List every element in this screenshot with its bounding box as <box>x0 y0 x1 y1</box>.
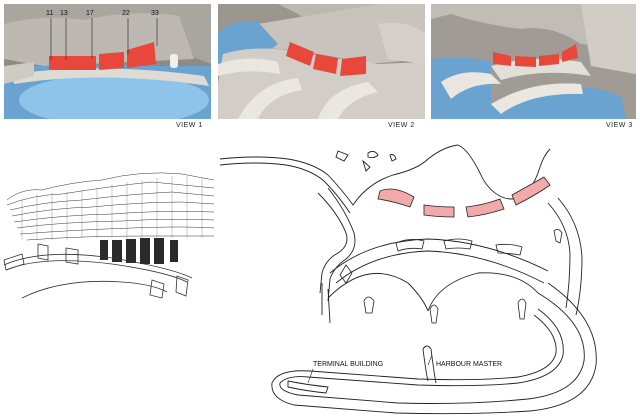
view-1-label: VIEW 1 <box>176 122 203 129</box>
panel-number-labels: 11 13 17 22 33 <box>46 10 159 17</box>
dark-facade-blocks <box>100 238 178 264</box>
breakwater-pods <box>339 229 563 324</box>
harbour-plan-drawing: TERMINAL BUILDING HARBOUR MASTER <box>218 133 640 415</box>
panel-number-17: 17 <box>86 10 94 17</box>
panel-number-22: 22 <box>122 10 130 17</box>
highlighted-breakwater-panels <box>493 44 578 67</box>
highlighted-breakwater-panels <box>286 42 366 76</box>
terminal-building-label: TERMINAL BUILDING <box>313 361 383 368</box>
harbour-master-label: HARBOUR MASTER <box>436 361 502 368</box>
model-photo-view-2 <box>218 4 425 119</box>
model-photo-view-1: 11 13 17 22 33 <box>4 4 211 119</box>
model-photo-view-3 <box>431 4 636 119</box>
view-3-label: VIEW 3 <box>606 122 633 129</box>
panel-number-33: 33 <box>151 10 159 17</box>
view-2-label: VIEW 2 <box>388 122 415 129</box>
panel-number-13: 13 <box>60 10 68 17</box>
panel-number-11: 11 <box>46 10 53 17</box>
highlighted-breakwater-panels <box>49 42 156 70</box>
highlighted-breakwater-pods <box>377 176 551 218</box>
perspective-wireframe-sketch <box>2 160 217 300</box>
